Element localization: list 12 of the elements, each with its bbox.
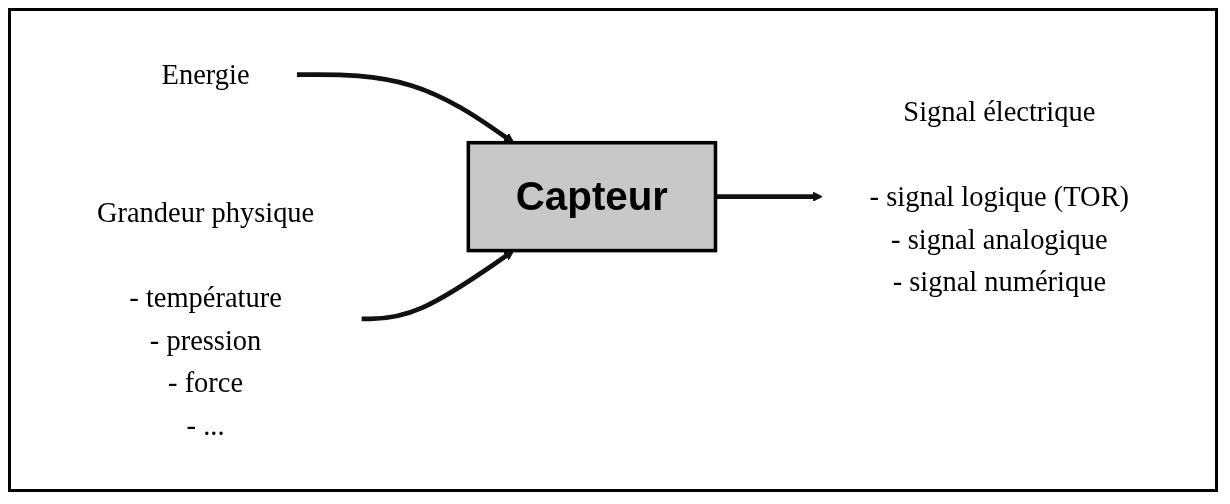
node-text: Energie xyxy=(161,59,250,90)
arrow xyxy=(361,250,515,322)
node-text: Signal électrique xyxy=(903,95,1096,127)
node-label: - force xyxy=(168,367,244,399)
node-label: - ... xyxy=(186,410,225,441)
node-label: - signal logique (TOR) xyxy=(869,181,1130,213)
node-text: Grandeur physique xyxy=(96,196,315,228)
node-label: - signal analogique xyxy=(891,223,1108,255)
node-label: - pression xyxy=(149,324,262,356)
node-box: Capteur xyxy=(466,140,718,253)
node-label: - température xyxy=(129,282,282,313)
node-label: - signal numérique xyxy=(892,266,1107,298)
